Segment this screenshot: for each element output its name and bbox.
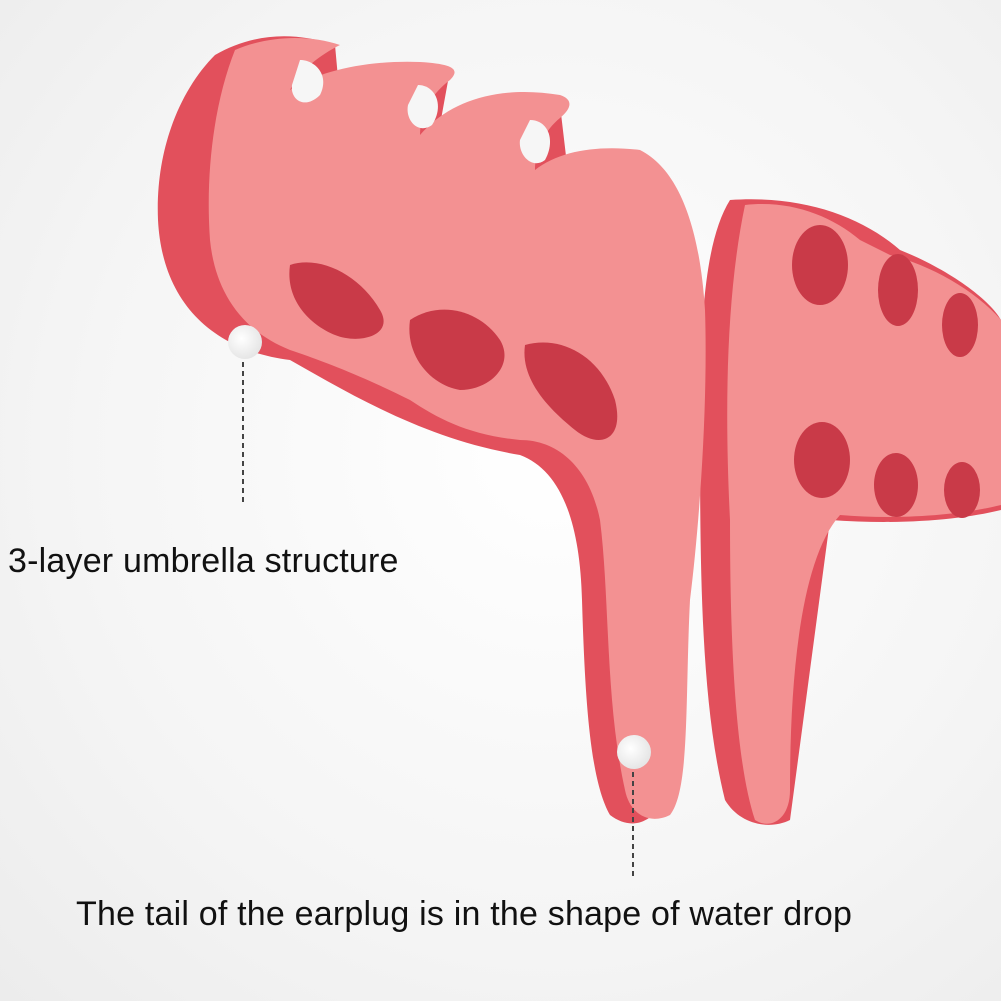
marker-dot-umbrella <box>228 325 262 359</box>
front-earplug <box>157 36 706 824</box>
tail-shape-caption: The tail of the earplug is in the shape … <box>76 895 853 933</box>
umbrella-structure-caption: 3-layer umbrella structure <box>8 542 399 580</box>
marker-dot-tail <box>617 735 651 769</box>
rear-earplug <box>700 199 1001 825</box>
